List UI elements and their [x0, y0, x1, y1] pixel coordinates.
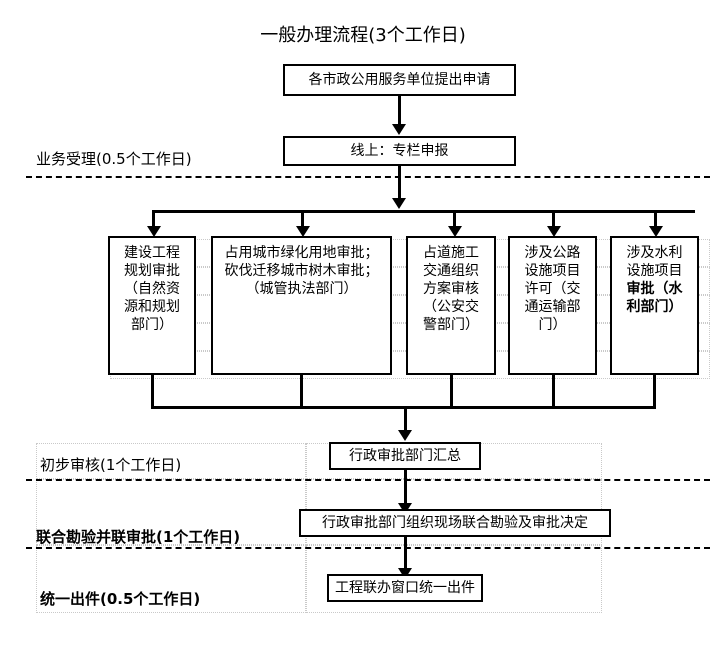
dept-box-2-line-1: 占用城市绿化用地审批；: [224, 245, 379, 261]
fanout-bus: [152, 210, 695, 213]
fanout-drop-5: [654, 210, 657, 228]
connector-apply-to-online: [398, 96, 401, 124]
dept-box-4-line-2: 设施项目: [524, 263, 581, 279]
dept-box-1-line-1: 建设工程: [124, 245, 180, 261]
arrowhead-summary-to-joint: [398, 503, 412, 514]
node-joint-survey-label: 行政审批部门组织现场联合勘验及审批决定: [322, 515, 588, 531]
dept-box-4: 涉及公路 设施项目 许可（交 通运输部 门）: [508, 236, 597, 375]
fanout-arrow-2: [296, 226, 310, 237]
dept-box-3: 占道施工 交通组织 方案审核 （公安交 警部门）: [406, 236, 496, 375]
merge-riser-3: [450, 375, 453, 408]
dept-box-4-line-3: 许可（交: [524, 281, 581, 297]
dept-box-1-line-5: 部门）: [131, 317, 173, 333]
node-output: 工程联办窗口统一出件: [327, 574, 483, 602]
dept-box-3-line-5: 警部门）: [423, 317, 479, 333]
dept-box-4-line-5: 门）: [538, 317, 567, 333]
dept-box-2: 占用城市绿化用地审批； 砍伐迁移城市树木审批； （城管执法部门）: [211, 236, 392, 375]
page-title: 一般办理流程(3个工作日): [260, 25, 466, 46]
merge-riser-2: [300, 375, 303, 408]
dept-box-5-line-1: 涉及水利: [626, 245, 683, 261]
node-summary: 行政审批部门汇总: [329, 442, 481, 470]
dept-box-3-line-2: 交通组织: [423, 263, 479, 279]
dept-box-2-line-2: 砍伐迁移城市树木审批；: [224, 263, 379, 279]
dept-box-4-line-4: 通运输部: [524, 299, 581, 315]
stage-label-unified-output: 统一出件(0.5个工作日): [40, 590, 201, 608]
merge-riser-4: [552, 375, 555, 408]
connector-joint-to-output: [404, 537, 407, 571]
dept-box-3-line-1: 占道施工: [423, 245, 479, 261]
node-apply-label: 各市政公用服务单位提出申请: [308, 72, 491, 88]
dept-box-1: 建设工程 规划审批 （自然资 源和规划 部门）: [108, 236, 196, 375]
stage-label-preliminary-review: 初步审核(1个工作日): [40, 456, 182, 474]
connector-merge-to-summary: [404, 406, 407, 432]
dept-box-3-line-3: 方案审核: [423, 281, 479, 297]
merge-riser-5: [653, 375, 656, 408]
dept-box-5-line-3: 审批（水: [626, 281, 683, 297]
connector-online-to-fanout: [398, 166, 401, 206]
fanout-arrow-3: [448, 226, 462, 237]
fanout-arrow-4: [547, 226, 561, 237]
stage-label-joint-approval: 联合勘验并联审批(1个工作日): [36, 528, 241, 546]
node-joint-survey: 行政审批部门组织现场联合勘验及审批决定: [299, 509, 611, 537]
node-online-label: 线上：专栏申报: [350, 143, 449, 159]
stage-separator-preliminary-review: [26, 479, 710, 481]
fanout-arrow-1: [147, 226, 161, 237]
fanout-drop-2: [301, 210, 304, 228]
arrowhead-joint-to-output: [398, 568, 412, 579]
node-output-label: 工程联办窗口统一出件: [335, 580, 475, 596]
node-apply: 各市政公用服务单位提出申请: [283, 64, 516, 96]
merge-riser-1: [151, 375, 154, 408]
merge-bus: [151, 406, 656, 409]
dept-box-1-line-4: 源和规划: [124, 299, 180, 315]
dept-box-3-line-4: （公安交: [423, 299, 479, 315]
dept-box-1-line-3: （自然资: [124, 281, 180, 297]
fanout-drop-4: [552, 210, 555, 228]
node-online: 线上：专栏申报: [283, 136, 516, 166]
connector-summary-to-joint: [404, 470, 407, 506]
stage-label-acceptance: 业务受理(0.5个工作日): [36, 150, 192, 168]
dept-box-1-line-2: 规划审批: [124, 263, 180, 279]
stage-separator-joint-approval: [26, 547, 710, 549]
fanout-arrow-5: [649, 226, 663, 237]
dept-box-4-line-1: 涉及公路: [524, 245, 581, 261]
stage-separator-acceptance: [26, 176, 710, 178]
node-summary-label: 行政审批部门汇总: [349, 448, 461, 464]
fanout-drop-3: [453, 210, 456, 228]
arrowhead-online-to-fanout: [392, 198, 406, 209]
dept-box-5: 涉及水利 设施项目 审批（水 利部门）: [610, 236, 699, 375]
arrowhead-merge-to-summary: [398, 430, 412, 441]
dept-box-5-line-4: 利部门）: [626, 299, 683, 315]
dept-box-2-line-3: （城管执法部门）: [245, 281, 358, 297]
arrowhead-apply-to-online: [392, 124, 406, 135]
fanout-drop-1: [152, 210, 155, 228]
dept-box-5-line-2: 设施项目: [626, 263, 683, 279]
